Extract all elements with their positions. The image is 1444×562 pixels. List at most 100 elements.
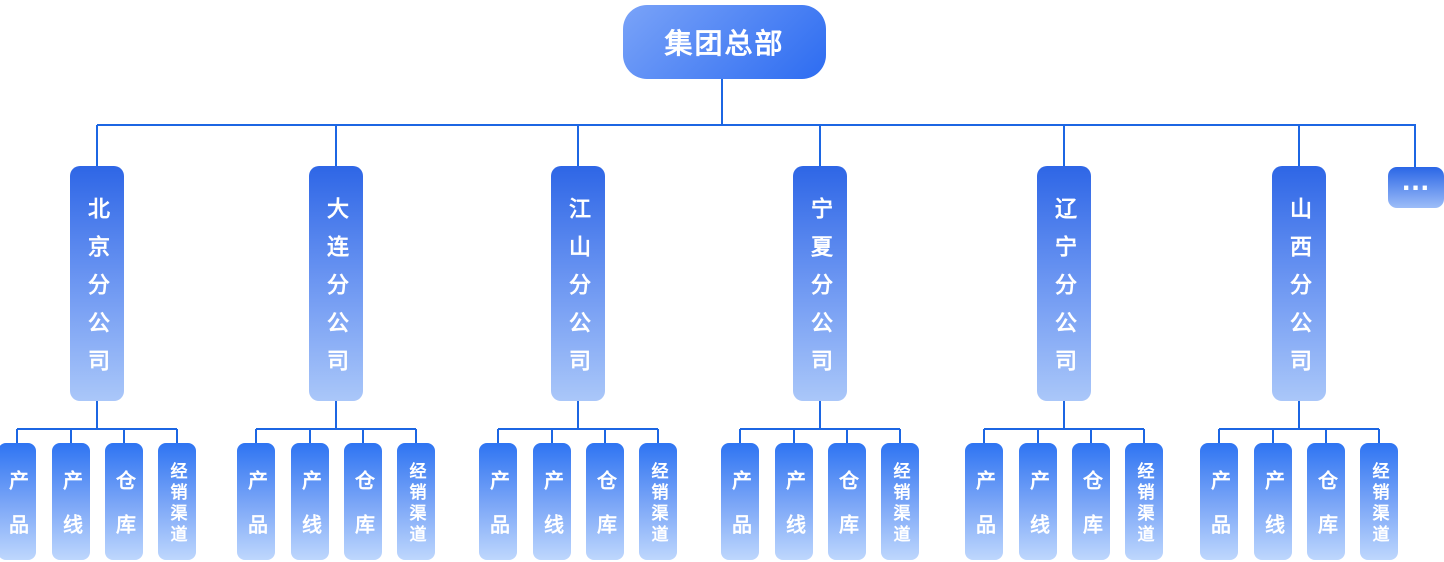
branch-node-5[interactable]: 辽宁分公司	[1037, 166, 1091, 401]
connector-line-horizontal	[740, 428, 900, 430]
child-node-label: 仓库	[1079, 469, 1102, 558]
child-node-label: 产品	[5, 469, 28, 558]
child-node-label: 经销渠道	[1134, 461, 1154, 546]
branch-node-label: 辽宁分公司	[1052, 196, 1077, 387]
branch-node-label: 山西分公司	[1287, 196, 1312, 387]
child-node-label: 产品	[728, 469, 751, 558]
child-node-6-3[interactable]: 仓库	[1307, 443, 1345, 560]
child-node-3-2[interactable]: 产线	[533, 443, 571, 560]
child-node-5-1[interactable]: 产品	[965, 443, 1003, 560]
child-node-label: 仓库	[112, 469, 135, 558]
child-node-5-4[interactable]: 经销渠道	[1125, 443, 1163, 560]
child-node-label: 产线	[540, 469, 563, 558]
branch-node-label: 大连分公司	[324, 196, 349, 387]
connector-line-vertical	[899, 429, 901, 445]
connector-line-vertical	[335, 401, 337, 430]
connector-line-vertical	[309, 429, 311, 445]
child-node-5-2[interactable]: 产线	[1019, 443, 1057, 560]
connector-line-vertical	[1063, 401, 1065, 430]
connector-line-vertical	[96, 125, 98, 168]
branch-node-label: 宁夏分公司	[808, 196, 833, 387]
connector-line-vertical	[1272, 429, 1274, 445]
more-node[interactable]: ...	[1388, 163, 1444, 208]
connector-line-horizontal	[1219, 428, 1379, 430]
connector-line-vertical	[16, 429, 18, 445]
child-node-label: 产线	[1026, 469, 1049, 558]
child-node-3-3[interactable]: 仓库	[586, 443, 624, 560]
child-node-2-4[interactable]: 经销渠道	[397, 443, 435, 560]
connector-line-vertical	[1143, 429, 1145, 445]
child-node-label: 产品	[486, 469, 509, 558]
child-node-4-2[interactable]: 产线	[775, 443, 813, 560]
connector-line-horizontal	[984, 428, 1144, 430]
branch-node-label: 北京分公司	[85, 196, 110, 387]
connector-line-vertical	[1218, 429, 1220, 445]
child-node-label: 产线	[298, 469, 321, 558]
child-node-label: 产线	[59, 469, 82, 558]
connector-line-vertical	[1325, 429, 1327, 445]
child-node-label: 经销渠道	[406, 461, 426, 546]
connector-line-vertical	[577, 125, 579, 168]
ellipsis-label: ...	[1401, 163, 1430, 197]
connector-line-vertical	[846, 429, 848, 445]
child-node-label: 经销渠道	[890, 461, 910, 546]
child-node-6-1[interactable]: 产品	[1200, 443, 1238, 560]
branch-node-4[interactable]: 宁夏分公司	[793, 166, 847, 401]
child-node-2-1[interactable]: 产品	[237, 443, 275, 560]
connector-line-vertical	[1414, 125, 1416, 169]
child-node-3-1[interactable]: 产品	[479, 443, 517, 560]
connector-line-vertical	[819, 401, 821, 430]
child-node-1-3[interactable]: 仓库	[105, 443, 143, 560]
connector-line-vertical	[70, 429, 72, 445]
connector-line-vertical	[983, 429, 985, 445]
branch-node-6[interactable]: 山西分公司	[1272, 166, 1326, 401]
connector-line-horizontal	[256, 428, 416, 430]
child-node-label: 仓库	[351, 469, 374, 558]
child-node-3-4[interactable]: 经销渠道	[639, 443, 677, 560]
child-node-label: 产品	[244, 469, 267, 558]
root-node-label: 集团总部	[664, 28, 785, 59]
root-node[interactable]: 集团总部	[623, 5, 826, 79]
child-node-6-4[interactable]: 经销渠道	[1360, 443, 1398, 560]
child-node-1-2[interactable]: 产线	[52, 443, 90, 560]
connector-line-vertical	[1298, 125, 1300, 168]
child-node-label: 仓库	[593, 469, 616, 558]
connector-line-vertical	[604, 429, 606, 445]
child-node-label: 经销渠道	[167, 461, 187, 546]
child-node-label: 产线	[1261, 469, 1284, 558]
branch-node-3[interactable]: 江山分公司	[551, 166, 605, 401]
connector-line-vertical	[657, 429, 659, 445]
child-node-6-2[interactable]: 产线	[1254, 443, 1292, 560]
connector-line-vertical	[1378, 429, 1380, 445]
connector-line-horizontal	[97, 124, 1416, 126]
connector-line-vertical	[819, 125, 821, 168]
child-node-label: 仓库	[1314, 469, 1337, 558]
child-node-4-4[interactable]: 经销渠道	[881, 443, 919, 560]
connector-line-vertical	[577, 401, 579, 430]
child-node-4-1[interactable]: 产品	[721, 443, 759, 560]
branch-node-1[interactable]: 北京分公司	[70, 166, 124, 401]
child-node-2-2[interactable]: 产线	[291, 443, 329, 560]
child-node-1-1[interactable]: 产品	[0, 443, 36, 560]
connector-line-vertical	[1298, 401, 1300, 430]
child-node-1-4[interactable]: 经销渠道	[158, 443, 196, 560]
connector-line-vertical	[362, 429, 364, 445]
connector-line-vertical	[335, 125, 337, 168]
branch-node-label: 江山分公司	[566, 196, 591, 387]
child-node-5-3[interactable]: 仓库	[1072, 443, 1110, 560]
child-node-label: 产品	[1207, 469, 1230, 558]
child-node-2-3[interactable]: 仓库	[344, 443, 382, 560]
child-node-label: 产线	[782, 469, 805, 558]
branch-node-2[interactable]: 大连分公司	[309, 166, 363, 401]
connector-line-vertical	[497, 429, 499, 445]
child-node-4-3[interactable]: 仓库	[828, 443, 866, 560]
connector-line-vertical	[793, 429, 795, 445]
connector-line-vertical	[1063, 125, 1065, 168]
connector-line-vertical	[721, 79, 723, 125]
connector-line-vertical	[739, 429, 741, 445]
connector-line-vertical	[551, 429, 553, 445]
connector-line-vertical	[415, 429, 417, 445]
child-node-label: 经销渠道	[648, 461, 668, 546]
connector-line-vertical	[123, 429, 125, 445]
